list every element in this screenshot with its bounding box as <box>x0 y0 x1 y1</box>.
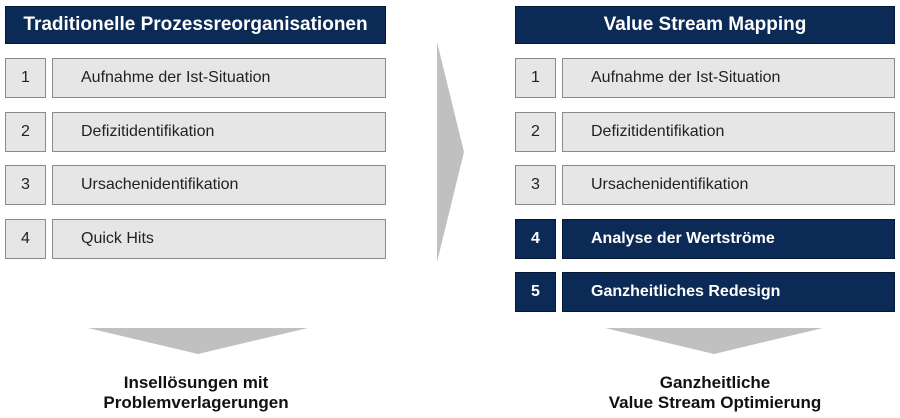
right-result-line-1: Ganzheitliche <box>659 373 771 392</box>
left-result-text: Insellösungen mit Problemverlagerungen <box>46 373 346 413</box>
left-step-3-label: Ursachenidentifikation <box>52 165 386 205</box>
right-step-4-label: Analyse der Wertströme <box>562 219 895 259</box>
right-down-arrow-shape <box>605 328 823 354</box>
left-result-line-1: Insellösungen mit <box>123 373 269 392</box>
right-step-1-number: 1 <box>515 58 556 98</box>
left-step-1-label: Aufnahme der Ist-Situation <box>52 58 386 98</box>
right-result-text: Ganzheitliche Value Stream Optimierung <box>565 373 865 413</box>
left-panel-title: Traditionelle Prozessreorganisationen <box>5 6 386 44</box>
left-step-3-number: 3 <box>5 165 46 205</box>
right-step-3-number: 3 <box>515 165 556 205</box>
left-step-4-label: Quick Hits <box>52 219 386 259</box>
transition-arrow-shape <box>437 42 464 262</box>
right-step-4-number: 4 <box>515 219 556 259</box>
right-result-line-2: Value Stream Optimierung <box>608 393 822 412</box>
left-down-arrow-shape <box>88 328 308 354</box>
left-step-1-number: 1 <box>5 58 46 98</box>
right-step-2-label: Defizitidentifikation <box>562 112 895 152</box>
right-step-2-number: 2 <box>515 112 556 152</box>
left-step-4-number: 4 <box>5 219 46 259</box>
left-result-line-2: Problemverlagerungen <box>103 393 289 412</box>
right-step-5-number: 5 <box>515 272 556 312</box>
left-step-2-number: 2 <box>5 112 46 152</box>
right-step-3-label: Ursachenidentifikation <box>562 165 895 205</box>
left-step-2-label: Defizitidentifikation <box>52 112 386 152</box>
right-step-1-label: Aufnahme der Ist-Situation <box>562 58 895 98</box>
right-panel-title: Value Stream Mapping <box>515 6 895 44</box>
right-step-5-label: Ganzheitliches Redesign <box>562 272 895 312</box>
